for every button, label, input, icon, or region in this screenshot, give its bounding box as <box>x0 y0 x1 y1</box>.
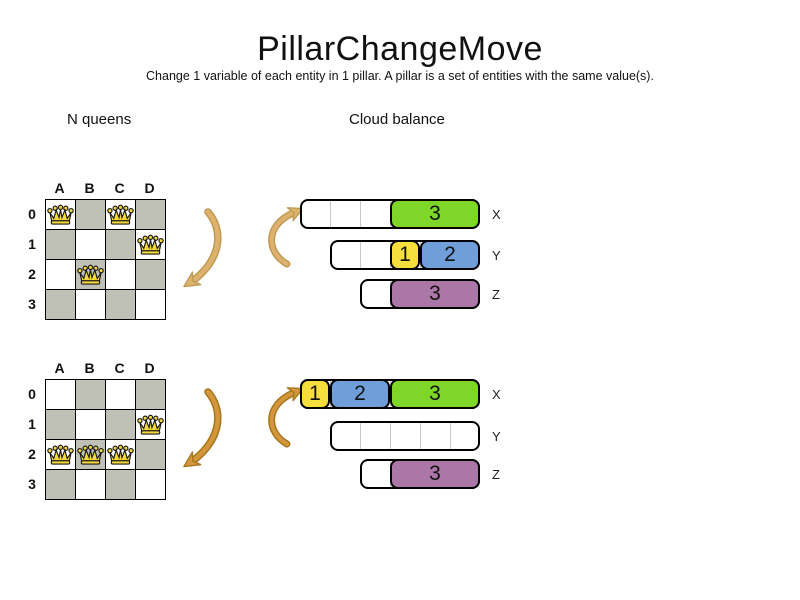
process-block: 3 <box>390 459 480 489</box>
column-header: B <box>84 360 96 376</box>
column-header: C <box>114 360 126 376</box>
board-cell <box>45 259 76 290</box>
board-cell <box>105 229 136 260</box>
cloud-balance-section-label: Cloud balance <box>349 111 445 128</box>
board-cell <box>75 229 106 260</box>
process-block: 2 <box>330 379 390 409</box>
board-cell <box>105 259 136 290</box>
slot-divider <box>360 201 361 227</box>
queen-icon <box>137 414 164 436</box>
pillar-move-up-arrow-icon <box>268 207 304 268</box>
row-header: 2 <box>28 266 36 282</box>
board-cell <box>45 229 76 260</box>
column-header: D <box>144 360 156 376</box>
column-header: C <box>114 180 126 196</box>
slot-divider <box>420 423 421 449</box>
computer-bar-Y <box>330 421 480 451</box>
row-header: 0 <box>28 386 36 402</box>
board-cell <box>75 289 106 320</box>
queen-icon <box>107 444 134 466</box>
page-title: PillarChangeMove <box>257 30 543 68</box>
page-subtitle: Change 1 variable of each entity in 1 pi… <box>146 69 654 83</box>
board-cell <box>45 289 76 320</box>
row-header: 3 <box>28 476 36 492</box>
process-block: 1 <box>300 379 330 409</box>
process-block: 3 <box>390 379 480 409</box>
board-cell <box>75 469 106 500</box>
process-block: 2 <box>420 240 480 270</box>
pillar-move-up-arrow-icon <box>268 387 304 448</box>
board-cell <box>135 289 166 320</box>
board-cell <box>75 409 106 440</box>
chessboard-after <box>45 379 166 500</box>
computer-label: X <box>492 387 501 402</box>
slot-divider <box>360 423 361 449</box>
board-cell <box>135 379 166 410</box>
queen-icon <box>77 444 104 466</box>
queen-icon <box>137 234 164 256</box>
process-block: 3 <box>390 279 480 309</box>
slot-divider <box>330 201 331 227</box>
computer-label: Z <box>492 467 500 482</box>
board-cell <box>135 439 166 470</box>
pillar-move-down-arrow-icon <box>183 388 222 468</box>
row-header: 1 <box>28 416 36 432</box>
computer-label: Y <box>492 429 501 444</box>
queen-icon <box>47 444 74 466</box>
row-header: 0 <box>28 206 36 222</box>
queen-icon <box>107 204 134 226</box>
row-header: 2 <box>28 446 36 462</box>
queen-icon <box>47 204 74 226</box>
computer-label: Z <box>492 287 500 302</box>
queen-icon <box>77 264 104 286</box>
slot-divider <box>390 423 391 449</box>
computer-label: Y <box>492 248 501 263</box>
board-cell <box>105 289 136 320</box>
column-header: B <box>84 180 96 196</box>
board-cell <box>75 379 106 410</box>
board-cell <box>45 469 76 500</box>
chessboard-before <box>45 199 166 320</box>
board-cell <box>105 469 136 500</box>
row-header: 3 <box>28 296 36 312</box>
board-cell <box>45 409 76 440</box>
slot-divider <box>360 242 361 268</box>
board-cell <box>105 379 136 410</box>
computer-label: X <box>492 207 501 222</box>
column-header: D <box>144 180 156 196</box>
process-block: 3 <box>390 199 480 229</box>
column-header: A <box>54 180 66 196</box>
board-cell <box>135 259 166 290</box>
pillar-move-down-arrow-icon <box>183 208 222 288</box>
column-header: A <box>54 360 66 376</box>
slot-divider <box>450 423 451 449</box>
board-cell <box>135 469 166 500</box>
board-cell <box>105 409 136 440</box>
process-block: 1 <box>390 240 420 270</box>
board-cell <box>75 199 106 230</box>
row-header: 1 <box>28 236 36 252</box>
board-cell <box>135 199 166 230</box>
board-cell <box>45 379 76 410</box>
nqueens-section-label: N queens <box>67 111 132 128</box>
